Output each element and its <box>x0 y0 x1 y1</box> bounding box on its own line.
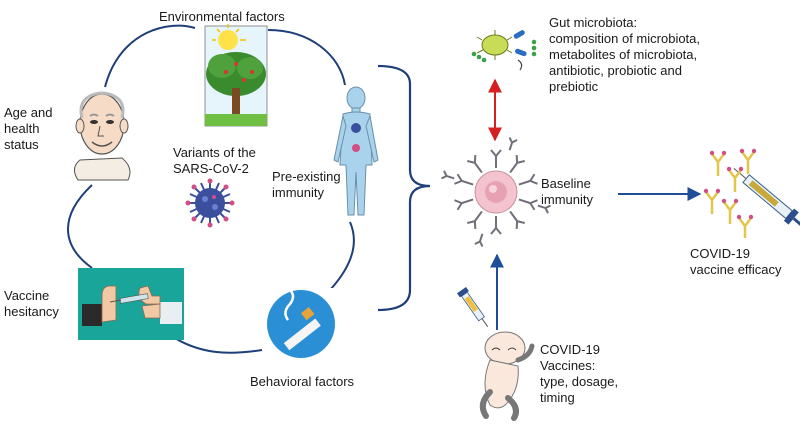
tree-sun-icon <box>204 24 268 127</box>
label-line: Pre-existing <box>272 169 341 184</box>
label-gut-microbiota: Gut microbiota:composition of microbiota… <box>549 15 700 94</box>
label-line: SARS-CoV-2 <box>173 161 249 176</box>
factor-connectors <box>67 24 355 354</box>
label-line: Age and <box>4 105 52 120</box>
vaccine-hesitancy-icon <box>78 268 184 340</box>
label-line: Vaccines: <box>540 358 595 373</box>
label-line: Variants of the <box>173 145 256 160</box>
virus-icon <box>185 178 235 228</box>
immune-cell-icon <box>441 137 551 247</box>
no-smoking-icon <box>263 288 339 360</box>
label-line: Baseline <box>541 176 591 191</box>
label-line: immunity <box>541 192 594 207</box>
label-line: health <box>4 121 39 136</box>
human-body-icon <box>333 86 379 216</box>
label-line: prebiotic <box>549 79 599 94</box>
grouping-bracket <box>377 64 431 312</box>
label-environmental-factors: Environmental factors <box>159 9 285 24</box>
label-line: Vaccine <box>4 288 49 303</box>
bacteria-icon <box>471 30 537 71</box>
label-line: Gut microbiota: <box>549 15 637 30</box>
label-line: immunity <box>272 185 325 200</box>
label-behavioral: Behavioral factors <box>250 374 355 389</box>
label-line: timing <box>540 390 575 405</box>
elderly-man-icon <box>74 91 131 181</box>
label-line: COVID-19 <box>690 246 750 261</box>
label-line: type, dosage, <box>540 374 618 389</box>
antibodies-syringe-icon <box>703 148 800 238</box>
label-line: composition of microbiota, <box>549 31 700 46</box>
label-line: vaccine efficacy <box>690 262 782 277</box>
baby-injection-icon <box>457 286 535 421</box>
label-line: status <box>4 137 39 152</box>
label-line: COVID-19 <box>540 342 600 357</box>
label-line: antibiotic, probiotic and <box>549 63 682 78</box>
label-line: hesitancy <box>4 304 59 319</box>
label-line: metabolites of microbiota, <box>549 47 697 62</box>
